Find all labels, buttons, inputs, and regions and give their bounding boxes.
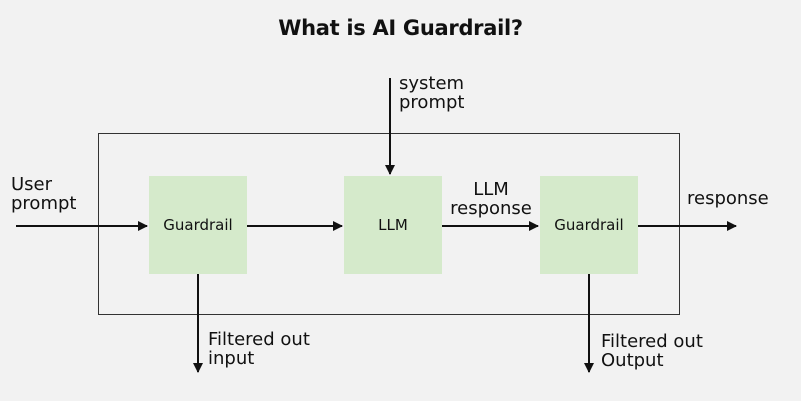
user-prompt-line-1: User [11,174,53,195]
user-prompt-label: User prompt [11,175,76,213]
system-prompt-line-2: prompt [399,92,465,113]
diagram-title: What is AI Guardrail? [278,16,523,40]
output-guardrail-label: Guardrail [554,216,624,234]
input-guardrail-label: Guardrail [163,216,233,234]
response-label: response [687,188,769,209]
llm-response-line-2: response [450,198,532,219]
filtered-output-line-1: Filtered out [601,331,703,352]
filtered-output-line-2: Output [601,350,664,371]
llm-response-line-1: LLM [473,179,509,200]
filtered-input-line-1: Filtered out [208,329,310,350]
filtered-input-line-2: input [208,348,255,369]
user-prompt-line-2: prompt [11,193,77,214]
llm-response-label: LLM response [444,180,538,218]
input-guardrail-node: Guardrail [149,176,247,274]
filtered-output-label: Filtered out Output [601,332,703,370]
filtered-input-label: Filtered out input [208,330,310,368]
llm-label: LLM [378,216,408,234]
system-prompt-label: system prompt [399,74,464,112]
system-prompt-line-1: system [399,73,465,94]
llm-node: LLM [344,176,442,274]
output-guardrail-node: Guardrail [540,176,638,274]
